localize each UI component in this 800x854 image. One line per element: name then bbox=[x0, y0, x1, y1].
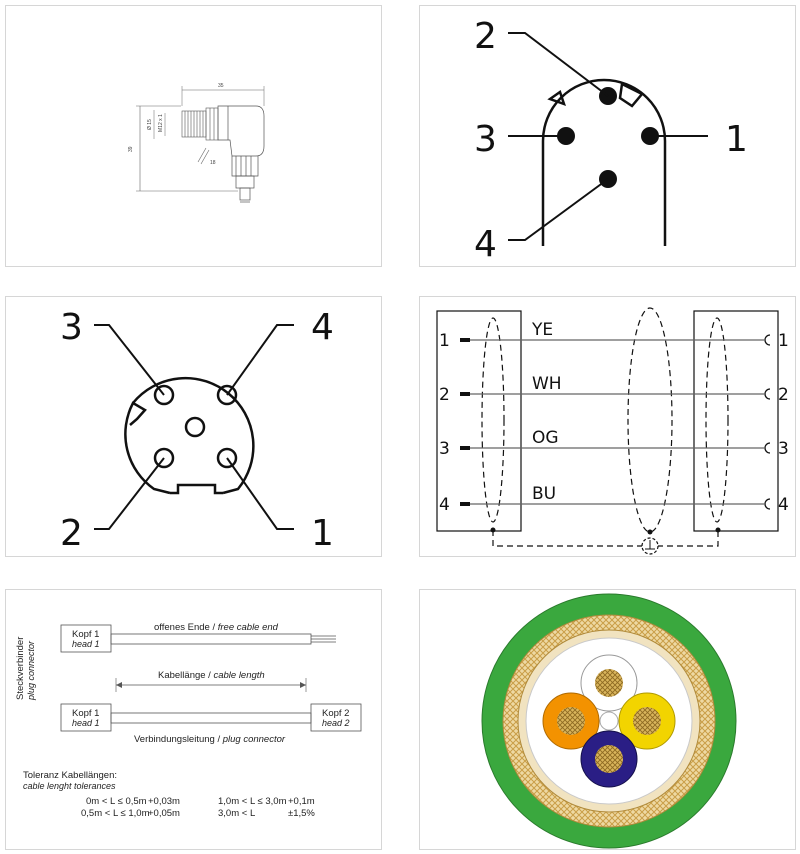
tolerance-range-2: 0,5m < L ≤ 1,0m bbox=[81, 808, 150, 819]
male-label-3: 3 bbox=[474, 119, 497, 160]
female-label-4: 4 bbox=[311, 307, 334, 348]
right-pin-number-4: 4 bbox=[778, 495, 789, 515]
female-outline-left bbox=[124, 401, 171, 495]
cable-length-label: Kabellänge / cable length bbox=[158, 670, 265, 681]
core-left bbox=[542, 692, 600, 750]
right-socket-contact-2 bbox=[764, 388, 771, 400]
right-connector-box bbox=[693, 310, 779, 532]
right-pin-number-1: 1 bbox=[778, 331, 789, 351]
male-label-4: 4 bbox=[474, 224, 497, 265]
female-pin-layout: 3 4 2 1 bbox=[60, 307, 334, 554]
left-pin-number-3: 3 bbox=[439, 439, 450, 459]
tolerance-value-4: ±1,5% bbox=[288, 808, 315, 819]
right-socket-contact-1 bbox=[764, 334, 771, 346]
female-label-2: 2 bbox=[60, 513, 83, 554]
left-pin-number-1: 1 bbox=[439, 331, 450, 351]
height-dimension: 39 bbox=[128, 146, 134, 152]
tolerance-value-1: +0,03m bbox=[148, 796, 180, 807]
left-connector-box bbox=[436, 310, 522, 532]
wrench-size-marking bbox=[197, 147, 210, 165]
head1-bottom-label: Kopf 1 bbox=[72, 708, 99, 719]
male-label-2: 2 bbox=[474, 16, 497, 57]
leader-socket-1 bbox=[226, 457, 294, 530]
female-outline-right bbox=[132, 376, 255, 495]
head2-label: Kopf 2 bbox=[322, 708, 349, 719]
male-pin-layout: 2 3 1 4 bbox=[474, 16, 748, 265]
connector-head bbox=[217, 105, 265, 203]
wire-label-og: OG bbox=[532, 428, 559, 448]
right-pin-number-2: 2 bbox=[778, 385, 789, 405]
female-socket-2 bbox=[153, 447, 175, 469]
leader-pin-4 bbox=[508, 178, 609, 241]
side-label-en: plug connector bbox=[26, 640, 36, 701]
head1-bottom-label-en: head 1 bbox=[72, 718, 100, 728]
center-filler bbox=[599, 711, 619, 731]
diameter-dimension: Ø 15 bbox=[147, 119, 153, 130]
connector-thread bbox=[181, 107, 219, 141]
wire-label-wh: WH bbox=[532, 374, 562, 394]
free-end-cable bbox=[110, 633, 312, 645]
tolerance-value-2: +0,05m bbox=[148, 808, 180, 819]
head2-label-en: head 2 bbox=[322, 718, 350, 728]
female-label-3: 3 bbox=[60, 307, 83, 348]
cable-cross-section bbox=[481, 593, 737, 849]
tolerance-range-3: 1,0m < L ≤ 3,0m bbox=[218, 796, 287, 807]
female-socket-3 bbox=[153, 384, 175, 406]
head1-top-label-en: head 1 bbox=[72, 639, 100, 649]
female-socket-4 bbox=[216, 384, 238, 406]
female-label-1: 1 bbox=[311, 513, 334, 554]
leader-pin-2 bbox=[508, 32, 609, 97]
wire-group: 1 1 YE 2 2 WH 3 3 OG 4 4 BU bbox=[439, 320, 789, 515]
male-coding-notch-right bbox=[618, 82, 644, 108]
width-dimension: 35 bbox=[218, 83, 224, 89]
plug-connector-label: Verbindungsleitung / plug connector bbox=[134, 734, 286, 745]
cable-length-panel: Steckverbinder plug connector Kopf 1 hea… bbox=[5, 589, 382, 850]
tolerance-title-en: cable lenght tolerances bbox=[23, 781, 116, 791]
right-socket-contact-4 bbox=[764, 498, 771, 510]
male-pin-layout-panel: 2 3 1 4 bbox=[419, 5, 796, 267]
female-socket-center bbox=[184, 416, 206, 438]
tolerance-value-3: +0,1m bbox=[288, 796, 315, 807]
left-pin-number-4: 4 bbox=[439, 495, 450, 515]
thread-dimension: M12 x 1 bbox=[158, 114, 164, 132]
cable-length-diagram: Steckverbinder plug connector Kopf 1 hea… bbox=[15, 622, 362, 819]
right-shield-loop bbox=[705, 317, 729, 523]
leader-socket-4 bbox=[226, 324, 294, 396]
leader-socket-3 bbox=[94, 324, 165, 396]
plug-connector-cable bbox=[110, 712, 312, 724]
core-right bbox=[618, 692, 676, 750]
right-pin-number-3: 3 bbox=[778, 439, 789, 459]
male-label-1: 1 bbox=[725, 119, 748, 160]
female-coding-key bbox=[170, 483, 223, 495]
cable-shield-loop bbox=[627, 307, 673, 533]
female-socket-1 bbox=[216, 447, 238, 469]
tolerance-title: Toleranz Kabellängen: bbox=[23, 770, 117, 781]
dimension-drawing-panel: 35 39 Ø 15 M12 x 1 bbox=[5, 5, 382, 267]
tolerance-range-4: 3,0m < L bbox=[218, 808, 255, 819]
wiring-diagram-panel: 1 1 YE 2 2 WH 3 3 OG 4 4 BU bbox=[419, 296, 796, 557]
left-pin-number-2: 2 bbox=[439, 385, 450, 405]
cable-cross-section-panel bbox=[419, 589, 796, 850]
side-label-de: Steckverbinder bbox=[15, 637, 26, 700]
right-socket-contact-3 bbox=[764, 442, 771, 454]
head1-top-label: Kopf 1 bbox=[72, 629, 99, 640]
male-connector-outline bbox=[541, 78, 667, 246]
shield-drain-line bbox=[492, 530, 719, 547]
male-coding-notch-left bbox=[547, 90, 566, 107]
wiring-diagram: 1 1 YE 2 2 WH 3 3 OG 4 4 BU bbox=[436, 307, 789, 555]
dimension-drawing: 35 39 Ø 15 M12 x 1 bbox=[128, 83, 265, 203]
wrench-dimension: 18 bbox=[210, 160, 216, 166]
free-end-label: offenes Ende / free cable end bbox=[154, 622, 279, 633]
wire-label-ye: YE bbox=[531, 320, 553, 340]
left-shield-loop bbox=[481, 317, 505, 523]
head2-box bbox=[310, 703, 362, 732]
female-pin-layout-panel: 3 4 2 1 bbox=[5, 296, 382, 557]
tolerance-range-1: 0m < L ≤ 0,5m bbox=[86, 796, 147, 807]
core-top bbox=[580, 654, 638, 712]
core-bottom bbox=[580, 730, 638, 788]
leader-socket-2 bbox=[94, 457, 165, 530]
wire-label-bu: BU bbox=[532, 484, 556, 504]
